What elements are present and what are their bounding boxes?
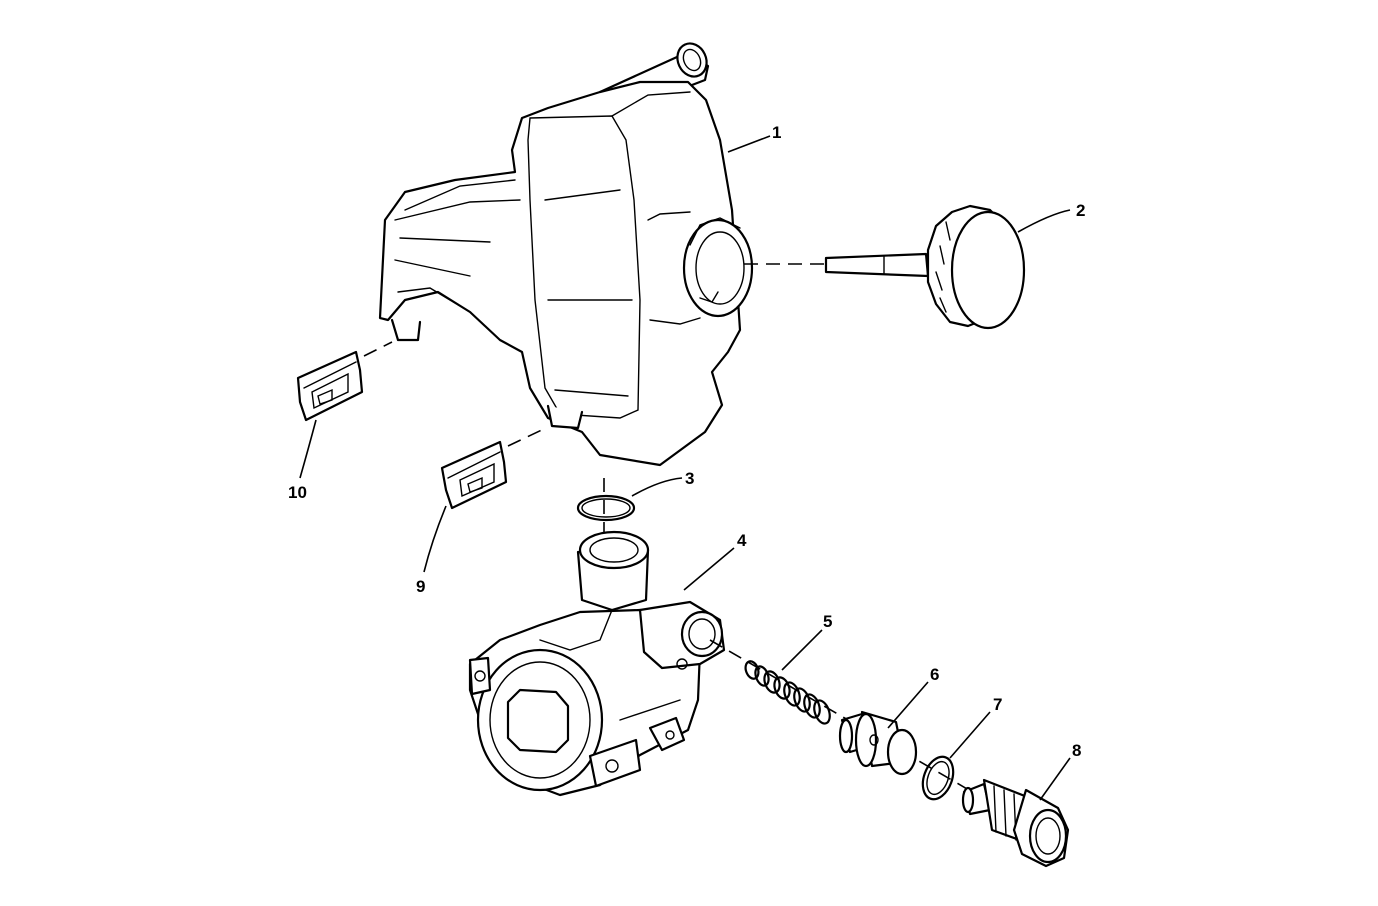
callout-10: 10 bbox=[288, 483, 307, 502]
leader-5 bbox=[781, 629, 823, 671]
leader-4 bbox=[683, 547, 735, 591]
part-4-valve-body bbox=[468, 530, 726, 797]
leader-10 bbox=[299, 419, 317, 479]
part-1-reservoir bbox=[378, 42, 754, 467]
callout-8: 8 bbox=[1072, 741, 1081, 760]
part-5-spring bbox=[744, 660, 831, 725]
part-3-o-ring bbox=[576, 494, 636, 522]
leader-6 bbox=[887, 681, 929, 729]
part-8-fitting bbox=[961, 778, 1070, 868]
leader-lines bbox=[299, 135, 1071, 801]
callout-6: 6 bbox=[930, 665, 939, 684]
part-2-cap-dipstick bbox=[824, 204, 1026, 330]
callout-9: 9 bbox=[416, 577, 425, 596]
callout-7: 7 bbox=[993, 695, 1002, 714]
leader-3 bbox=[631, 477, 683, 497]
callout-1: 1 bbox=[772, 123, 781, 142]
callout-4: 4 bbox=[737, 531, 747, 550]
part-9-clip bbox=[440, 440, 508, 510]
part-7-o-ring bbox=[921, 755, 955, 801]
part-6-valve-piston bbox=[838, 710, 918, 776]
leader-9 bbox=[423, 505, 447, 573]
leader-7 bbox=[949, 711, 991, 759]
part-10-clip bbox=[296, 350, 364, 422]
leader-2 bbox=[1017, 209, 1071, 233]
callout-2: 2 bbox=[1076, 201, 1085, 220]
assembly-line-9 bbox=[507, 427, 547, 447]
callout-5: 5 bbox=[823, 612, 832, 631]
callout-3: 3 bbox=[685, 469, 694, 488]
assembly-line-10 bbox=[363, 341, 393, 357]
leader-1 bbox=[727, 135, 771, 153]
leader-8 bbox=[1039, 757, 1071, 801]
callout-labels: 1 2 3 4 5 6 7 8 9 10 bbox=[288, 123, 1085, 760]
